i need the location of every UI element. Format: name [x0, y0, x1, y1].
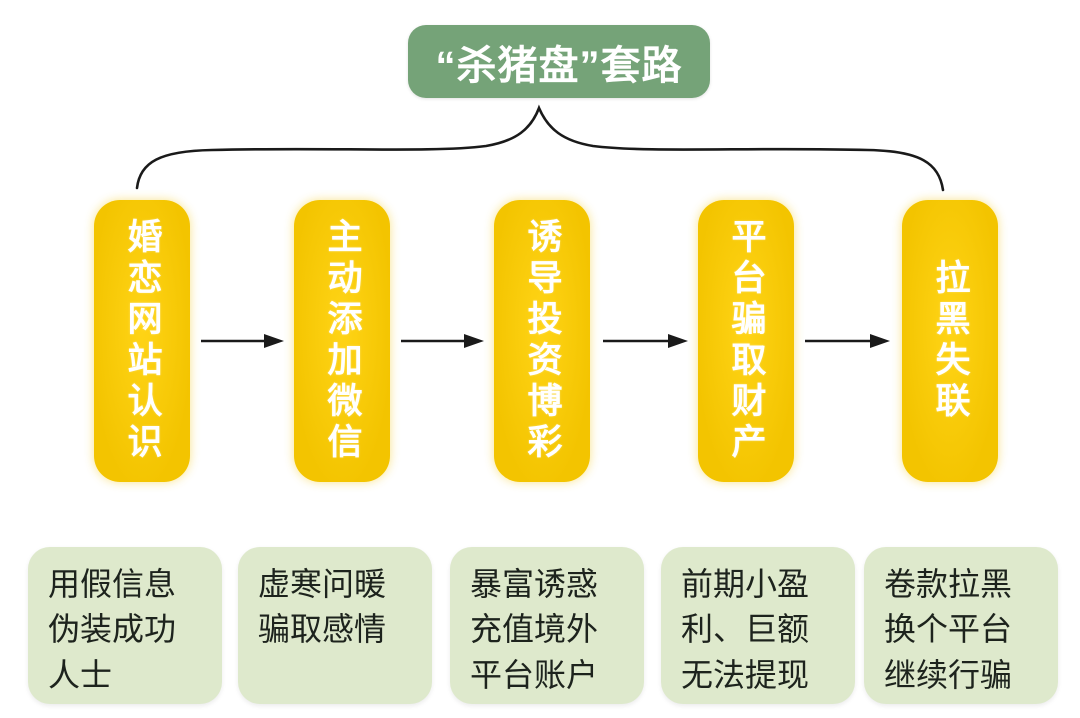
- stage-label: 拉黑失联: [930, 259, 970, 423]
- flow-arrow-2-icon: [401, 334, 484, 348]
- flow-arrow-3-icon: [603, 334, 688, 348]
- stage-box-block-and-vanish: 拉黑失联: [902, 200, 998, 482]
- detail-box-overseas-topup: 暴富诱惑 充值境外 平台账户: [450, 547, 644, 704]
- detail-box-fake-identity: 用假信息 伪装成功 人士: [28, 547, 222, 704]
- stage-box-add-wechat: 主动添加微信: [294, 200, 390, 482]
- page-title: “杀猪盘”套路: [408, 25, 710, 98]
- stage-label: 婚恋网站认识: [122, 218, 162, 464]
- detail-box-repeat-scam: 卷款拉黑 换个平台 继续行骗: [864, 547, 1058, 704]
- stage-label: 主动添加微信: [322, 218, 362, 464]
- flow-arrow-1-icon: [201, 334, 284, 348]
- brace-connector-icon: [135, 104, 945, 192]
- stage-box-meet-on-dating-site: 婚恋网站认识: [94, 200, 190, 482]
- stage-box-platform-fraud: 平台骗取财产: [698, 200, 794, 482]
- stage-label: 诱导投资博彩: [522, 218, 562, 464]
- detail-box-no-withdrawal: 前期小盈 利、巨额 无法提现: [661, 547, 855, 704]
- stage-box-induce-investment: 诱导投资博彩: [494, 200, 590, 482]
- stage-label: 平台骗取财产: [726, 218, 766, 464]
- detail-box-gain-affection: 虚寒问暖 骗取感情: [238, 547, 432, 704]
- flow-arrow-4-icon: [805, 334, 890, 348]
